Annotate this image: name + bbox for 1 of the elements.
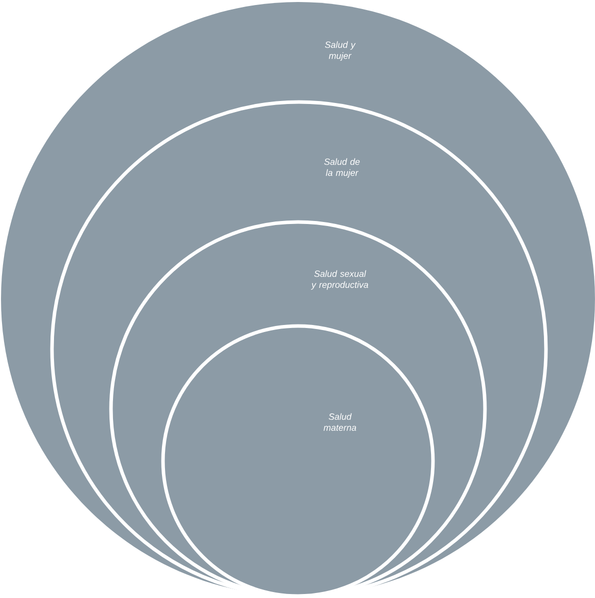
- node-label: Salud materna: [324, 413, 356, 431]
